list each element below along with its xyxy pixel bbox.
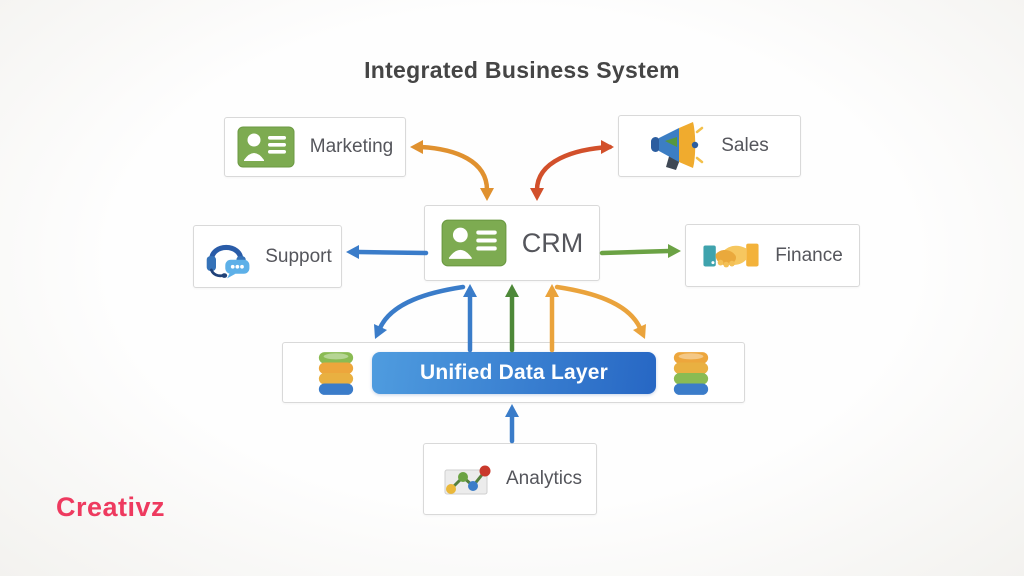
arrow-sales-crm (530, 140, 614, 201)
arrow-datalayer-crm-blue (463, 284, 477, 353)
node-support-label: Support (265, 245, 332, 267)
headset-chat-icon (206, 244, 250, 278)
node-finance-label: Finance (775, 244, 843, 266)
arrow-analytics-datalayer (505, 404, 519, 444)
node-data-layer: Unified Data Layer (282, 342, 745, 403)
node-analytics-label: Analytics (505, 468, 583, 489)
node-analytics: Analytics (423, 443, 597, 515)
handshake-icon (703, 243, 759, 267)
arrow-datalayer-crm-green (505, 284, 519, 353)
node-sales-label: Sales (721, 135, 769, 156)
arrow-datalayer-crm-amber (545, 284, 559, 353)
node-support: Support (193, 225, 342, 288)
unified-data-layer-banner: Unified Data Layer (372, 352, 656, 394)
arrow-crm-datalayer-right (554, 284, 646, 339)
arrow-crm-support (346, 245, 429, 259)
node-finance: Finance (685, 224, 860, 287)
arrow-marketing-crm (410, 140, 494, 201)
brand-logo: Creativz (56, 492, 166, 522)
database-stack-icon (673, 352, 709, 395)
node-marketing-label: Marketing (309, 136, 394, 157)
node-marketing: Marketing (224, 117, 406, 177)
node-crm-label: CRM (521, 227, 584, 258)
node-crm: CRM (424, 205, 600, 281)
contact-card-icon (237, 126, 295, 168)
diagram-title: Integrated Business System (364, 57, 680, 83)
node-sales: Sales (618, 115, 801, 177)
line-chart-icon (444, 465, 491, 495)
unified-data-layer-label: Unified Data Layer (420, 361, 608, 384)
arrow-crm-datalayer-left (374, 284, 466, 339)
contact-card-icon (441, 219, 507, 267)
database-stack-icon (318, 352, 354, 395)
arrow-crm-finance (599, 244, 681, 258)
megaphone-icon (651, 122, 704, 170)
